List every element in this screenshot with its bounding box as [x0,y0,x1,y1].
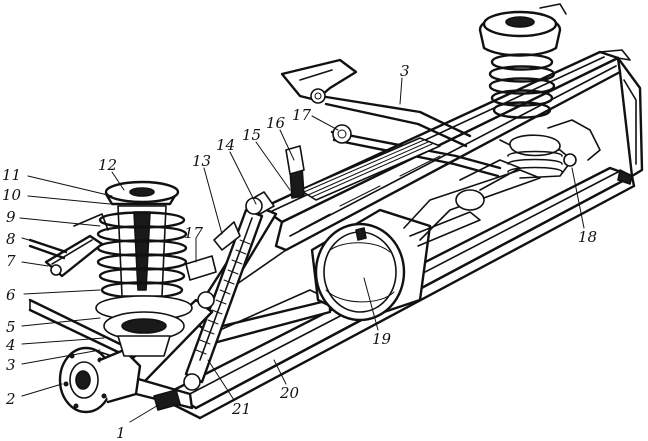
callout-12: 12 [98,156,117,174]
callout-6: 6 [6,286,16,304]
wheel-hub [58,346,142,414]
callout-3-top: 3 [400,62,410,80]
right-spring-assembly [478,3,601,179]
left-spring-assembly [95,180,193,357]
upper-right-arm [280,58,472,148]
callout-7: 7 [6,252,16,270]
callout-2: 2 [5,390,16,408]
callout-labels: 1 2 3 3 4 5 6 7 8 9 10 11 12 13 14 15 16… [2,62,597,441]
tie-rod-upper [330,124,502,178]
callout-11: 11 [2,166,21,184]
callout-18: 18 [578,228,597,246]
right-end-panel [616,56,644,185]
callout-8: 8 [6,230,16,248]
left-lower-mount [185,255,217,309]
callout-10: 10 [2,186,22,204]
callout-4: 4 [5,336,16,354]
shock-absorber [183,197,264,391]
callout-19: 19 [372,330,392,348]
callout-17-top: 17 [292,106,312,124]
callout-15: 15 [242,126,261,144]
callout-16: 16 [266,114,286,132]
callout-21: 21 [231,400,251,418]
left-stabilizer-rod [28,298,122,354]
callout-5: 5 [6,318,16,336]
callout-17-left: 17 [184,224,204,242]
callout-9: 9 [6,208,16,226]
callout-3-left: 3 [6,356,16,374]
callout-13: 13 [192,152,211,170]
callout-1: 1 [116,424,126,441]
leader-lines [19,77,585,423]
callout-20: 20 [279,384,300,402]
callout-14: 14 [216,136,235,154]
